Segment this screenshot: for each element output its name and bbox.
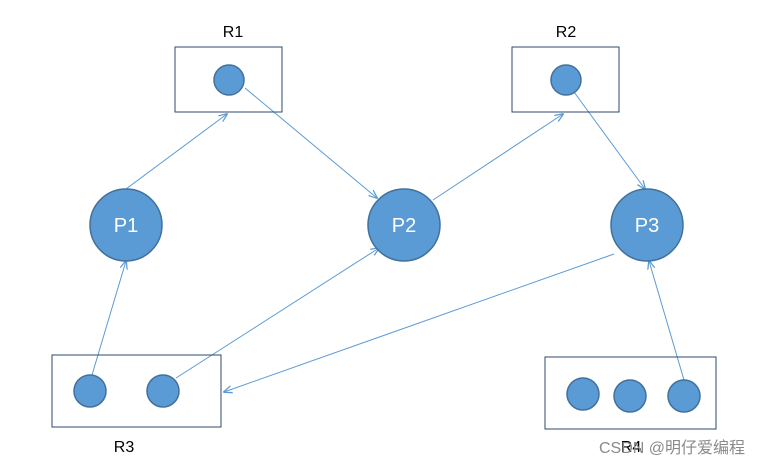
edge-r1-p2: [244, 87, 377, 198]
edge-p1-r1: [125, 114, 227, 190]
resource-instance: [213, 64, 245, 96]
resource-r4: R4: [544, 356, 717, 456]
resource-instance: [667, 379, 701, 413]
resource-instance: [146, 374, 180, 408]
edge-r4-p3: [649, 261, 685, 381]
resource-instance: [566, 377, 600, 411]
resource-box-r1: [174, 46, 283, 113]
process-p1: P1: [89, 188, 163, 262]
edge-p2-r2: [432, 114, 563, 201]
resource-instance: [73, 374, 107, 408]
resource-box-r2: [511, 46, 620, 113]
resource-box-r4: [544, 356, 717, 430]
edge-r3-p2: [175, 248, 379, 379]
process-label-p2: P2: [392, 215, 416, 237]
resource-label-r1: R1: [223, 24, 244, 41]
process-label-p1: P1: [114, 215, 138, 237]
edge-r3-p1: [91, 261, 126, 376]
resource-r1: R1: [174, 24, 283, 113]
process-label-p3: P3: [635, 215, 659, 237]
resource-label-r2: R2: [556, 24, 577, 41]
process-p3: P3: [610, 188, 684, 262]
process-node-p2: [367, 188, 441, 262]
process-node-p1: [89, 188, 163, 262]
process-node-p3: [610, 188, 684, 262]
resource-instance: [613, 379, 647, 413]
resource-label-r4: R4: [621, 439, 642, 456]
resource-r2: R2: [511, 24, 620, 113]
edge-r2-p3: [573, 91, 645, 189]
resource-box-r3: [51, 354, 222, 428]
edge-p3-r3: [224, 253, 615, 392]
watermark-text: CSDN @明仔爱编程: [599, 439, 745, 457]
resource-r3: R3: [51, 354, 222, 456]
edges: [91, 87, 685, 392]
process-p2: P2: [367, 188, 441, 262]
resource-label-r3: R3: [114, 439, 135, 456]
resource-instance: [550, 64, 582, 96]
